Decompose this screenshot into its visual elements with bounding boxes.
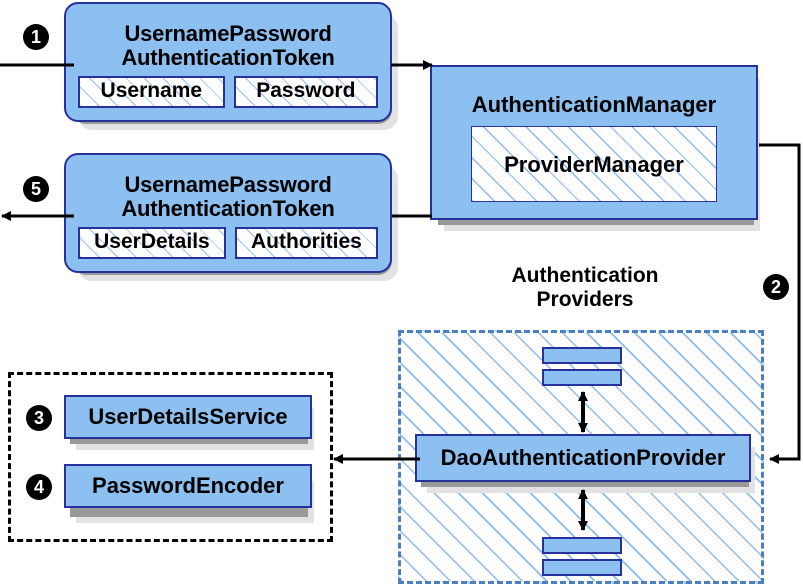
node-username-password-authentication-token-request[interactable]: UsernamePassword AuthenticationToken Use… [64, 2, 392, 122]
node-authentication-manager[interactable]: AuthenticationManager ProviderManager [430, 65, 758, 220]
node-username-password-authentication-token-response[interactable]: UsernamePassword AuthenticationToken Use… [64, 153, 392, 273]
slot-username: Username [78, 75, 225, 108]
authentication-manager-title: AuthenticationManager [471, 91, 717, 117]
badge-step-2: 2 [763, 274, 789, 300]
authentication-providers-caption: Authentication Providers [511, 264, 659, 311]
request-token-title: UsernamePassword AuthenticationToken [121, 21, 335, 71]
badge-step-5: 5 [23, 176, 49, 202]
response-token-slots: UserDetails Authorities [66, 226, 390, 259]
provider-bar-top-2 [542, 369, 622, 386]
badge-step-1: 1 [23, 24, 49, 50]
provider-bar-bottom-2 [542, 559, 622, 576]
node-password-encoder[interactable]: PasswordEncoder [64, 464, 312, 508]
node-dao-authentication-provider[interactable]: DaoAuthenticationProvider [415, 434, 751, 482]
slot-user-details: UserDetails [78, 226, 226, 259]
slot-authorities: Authorities [234, 226, 378, 259]
slot-password: Password [233, 75, 378, 108]
node-provider-manager[interactable]: ProviderManager [471, 126, 717, 203]
provider-bar-bottom-1 [542, 537, 622, 554]
provider-bar-top-1 [542, 347, 622, 364]
request-token-slots: Username Password [66, 75, 390, 108]
badge-step-4: 4 [26, 474, 52, 500]
node-user-details-service[interactable]: UserDetailsService [64, 395, 312, 439]
response-token-title: UsernamePassword AuthenticationToken [121, 172, 335, 222]
wire-manager-to-provider [759, 143, 801, 464]
group-supporting-beans [8, 372, 333, 542]
badge-step-3: 3 [26, 405, 52, 431]
